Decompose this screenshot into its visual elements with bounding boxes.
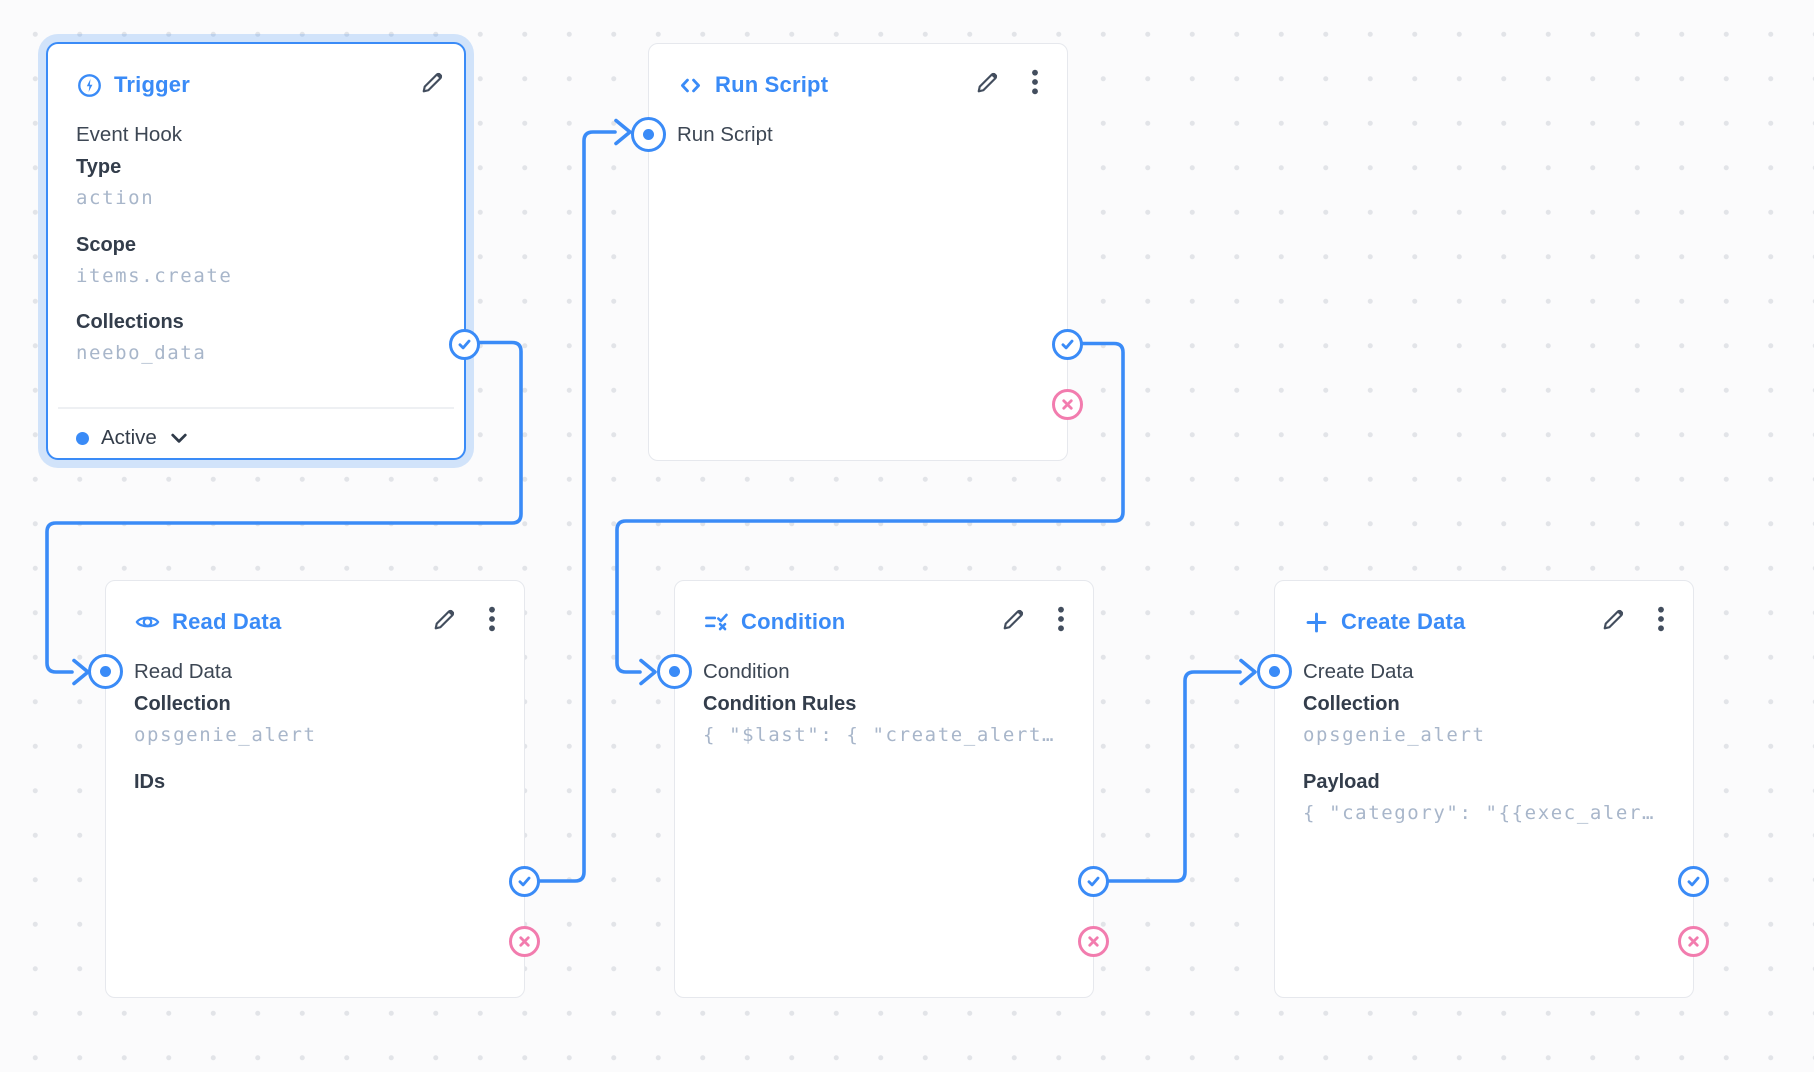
node-title: Trigger xyxy=(114,72,190,97)
input-label: Run Script xyxy=(677,123,773,146)
field-label: Condition Rules xyxy=(703,693,857,715)
field-label: Collections xyxy=(76,311,184,333)
node-condition[interactable]: Condition Condition Condition Rules { "$… xyxy=(657,580,1109,998)
create-data-input-port[interactable] xyxy=(1257,654,1292,689)
condition-resolve-port[interactable] xyxy=(1078,866,1109,897)
wire-arrow-read-data xyxy=(72,658,90,686)
resolve-check-icon xyxy=(518,876,531,887)
bolt-circle-icon xyxy=(76,72,103,99)
edit-pencil-icon[interactable] xyxy=(430,605,458,633)
field-label: Type xyxy=(76,156,122,178)
edit-pencil-icon[interactable] xyxy=(1599,605,1627,633)
node-title: Read Data xyxy=(172,609,282,634)
condition-input-port[interactable] xyxy=(657,654,692,689)
wire-arrow-condition xyxy=(639,658,657,686)
status-active-dot xyxy=(76,431,89,445)
reject-x-icon xyxy=(1062,399,1073,410)
code-icon xyxy=(677,72,704,99)
field-label: Scope xyxy=(76,234,137,256)
run-script-resolve-port[interactable] xyxy=(1052,329,1083,360)
more-vertical-icon[interactable] xyxy=(478,605,506,633)
run-script-input-port[interactable] xyxy=(631,117,666,152)
run-script-reject-port[interactable] xyxy=(1052,389,1083,420)
node-run-script[interactable]: Run Script Run Script xyxy=(631,43,1083,461)
reject-x-icon xyxy=(1088,936,1099,947)
field-label: IDs xyxy=(134,771,166,793)
node-title: Condition xyxy=(741,609,846,634)
field-label: Payload xyxy=(1303,771,1380,793)
input-label: Condition xyxy=(703,660,790,683)
field-value: neebo_data xyxy=(76,342,207,364)
field-value: items.create xyxy=(76,265,233,287)
wire-condition-to-create-data xyxy=(1090,670,1242,883)
node-trigger-header: Trigger xyxy=(76,68,444,102)
resolve-check-icon xyxy=(1687,876,1700,887)
eye-icon xyxy=(134,609,161,636)
field-label: Collection xyxy=(1303,693,1400,715)
edit-pencil-icon[interactable] xyxy=(973,68,1001,96)
footer-divider xyxy=(58,407,454,409)
read-data-input-port[interactable] xyxy=(88,654,123,689)
more-vertical-icon[interactable] xyxy=(1647,605,1675,633)
status-dropdown[interactable]: Active xyxy=(76,426,444,450)
wire-read-data-to-run-script xyxy=(521,130,617,883)
edit-pencil-icon[interactable] xyxy=(999,605,1027,633)
input-label: Read Data xyxy=(134,660,233,683)
plus-icon xyxy=(1303,609,1330,636)
create-data-resolve-port[interactable] xyxy=(1678,866,1709,897)
node-create-data[interactable]: Create Data Create Data Collection opsge… xyxy=(1257,580,1709,998)
field-value: opsgenie_alert xyxy=(1303,724,1486,746)
field-value: opsgenie_alert xyxy=(134,724,317,746)
read-data-resolve-port[interactable] xyxy=(509,866,540,897)
node-read-data[interactable]: Read Data Read Data Collection opsgenie_… xyxy=(88,580,540,998)
chevron-down-icon xyxy=(171,433,187,444)
wire-arrow-run-script xyxy=(614,118,632,146)
wire-arrow-create-data xyxy=(1239,658,1257,686)
trigger-resolve-port[interactable] xyxy=(449,329,480,360)
status-label: Active xyxy=(101,426,157,449)
field-value: { "$last": { "create_alert… xyxy=(703,724,1056,746)
read-data-reject-port[interactable] xyxy=(509,926,540,957)
more-vertical-icon[interactable] xyxy=(1047,605,1075,633)
field-label: Collection xyxy=(134,693,231,715)
reject-x-icon xyxy=(1688,936,1699,947)
node-title: Run Script xyxy=(715,72,829,97)
resolve-check-icon xyxy=(1061,339,1074,350)
condition-reject-port[interactable] xyxy=(1078,926,1109,957)
field-value: action xyxy=(76,187,155,209)
edit-pencil-icon[interactable] xyxy=(418,68,446,96)
create-data-reject-port[interactable] xyxy=(1678,926,1709,957)
resolve-check-icon xyxy=(1087,876,1100,887)
node-title: Create Data xyxy=(1341,609,1466,634)
field-value: { "category": "{{exec_aler… xyxy=(1303,802,1656,824)
trigger-subtitle: Event Hook xyxy=(76,123,182,146)
more-vertical-icon[interactable] xyxy=(1021,68,1049,96)
reject-x-icon xyxy=(519,936,530,947)
input-label: Create Data xyxy=(1303,660,1414,683)
resolve-check-icon xyxy=(458,339,471,350)
rule-icon xyxy=(703,609,730,636)
node-trigger[interactable]: Trigger Event Hook Type action Scope ite… xyxy=(46,42,480,460)
